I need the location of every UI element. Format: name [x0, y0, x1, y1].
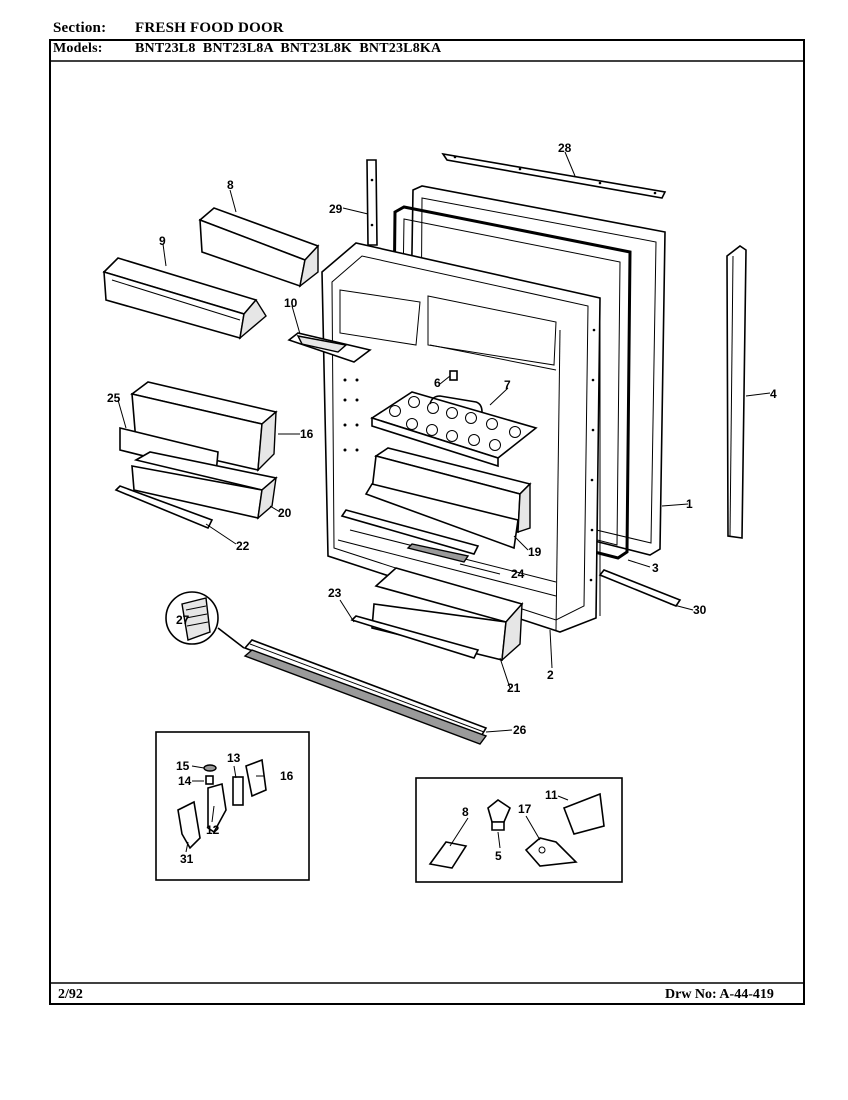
callout-2: 2	[547, 668, 554, 682]
callout-19: 19	[528, 545, 542, 559]
section-title: FRESH FOOD DOOR	[135, 20, 284, 36]
revision-date: 2/92	[58, 987, 83, 1002]
part-22-trim	[114, 485, 214, 530]
models-header: Models: BNT23L8 BNT23L8A BNT23L8K BNT23L8…	[53, 41, 441, 57]
callout-11: 11	[545, 788, 558, 802]
part-7-egg-tray	[370, 391, 538, 468]
callout-3: 3	[652, 561, 659, 575]
part-8-bin	[198, 207, 320, 288]
callout-5: 5	[495, 849, 502, 863]
callout-10: 10	[284, 296, 298, 310]
callout-9: 9	[159, 234, 166, 248]
callout-16: 16	[280, 769, 294, 783]
callout-18: 16	[300, 427, 314, 441]
callout-12: 12	[206, 823, 220, 837]
part-24-trim-shadow	[406, 543, 470, 563]
part-27-detail-circle	[165, 591, 245, 649]
callout-6: 6	[434, 376, 441, 390]
part-21-bin	[371, 567, 524, 662]
callout-21: 21	[507, 681, 521, 695]
callout-30: 30	[693, 603, 707, 617]
callout-14: 14	[178, 774, 192, 788]
section-header: Section: FRESH FOOD DOOR	[53, 20, 284, 37]
callout-7: 7	[504, 378, 511, 392]
part-6-pin-upper	[449, 370, 458, 381]
callout-17: 17	[518, 802, 532, 816]
callout-22: 22	[236, 539, 250, 553]
callout-8: 8	[227, 178, 234, 192]
callout-labels: 28 29 8 9 10 6 7 25 16 20 22 19 24 23 21…	[107, 141, 777, 866]
part-20-bin	[131, 451, 278, 520]
callout-13: 13	[227, 751, 241, 765]
part-18-dairy-bin	[119, 381, 278, 476]
callout-28: 28	[558, 141, 572, 155]
callout-25: 25	[107, 391, 121, 405]
callout-15: 15	[176, 759, 190, 773]
part-19-door-bin	[364, 447, 532, 550]
part-10-clip	[287, 332, 372, 363]
callout-4: 4	[770, 387, 777, 401]
callout-23: 23	[328, 586, 342, 600]
part-24-trim	[340, 509, 480, 555]
callout-24: 24	[511, 567, 525, 581]
part-23-trim	[350, 615, 480, 659]
leader-lines	[117, 151, 771, 853]
callout-31: 31	[180, 852, 194, 866]
part-4-hinge-strip	[726, 245, 747, 539]
callout-27: 27	[176, 613, 190, 627]
part-29-side-strip	[366, 159, 378, 246]
callout-29: 29	[329, 202, 343, 216]
models-list: BNT23L8 BNT23L8A BNT23L8K BNT23L8KA	[135, 41, 442, 56]
hardware-inset-right	[415, 777, 623, 883]
part-26-rail	[243, 639, 488, 745]
section-label: Section:	[53, 20, 107, 36]
callout-20: 20	[278, 506, 292, 520]
callout-8-inset: 8	[462, 805, 469, 819]
part-28-top-strip	[441, 152, 667, 199]
diagram-frame	[49, 39, 805, 1005]
callout-26: 26	[513, 723, 527, 737]
drawing-number: Drw No: A-44-419	[665, 987, 774, 1002]
callout-1: 1	[686, 497, 693, 511]
models-label: Models:	[53, 41, 103, 56]
part-30-bottom-strip	[598, 569, 682, 607]
part-9-bin	[102, 257, 267, 340]
